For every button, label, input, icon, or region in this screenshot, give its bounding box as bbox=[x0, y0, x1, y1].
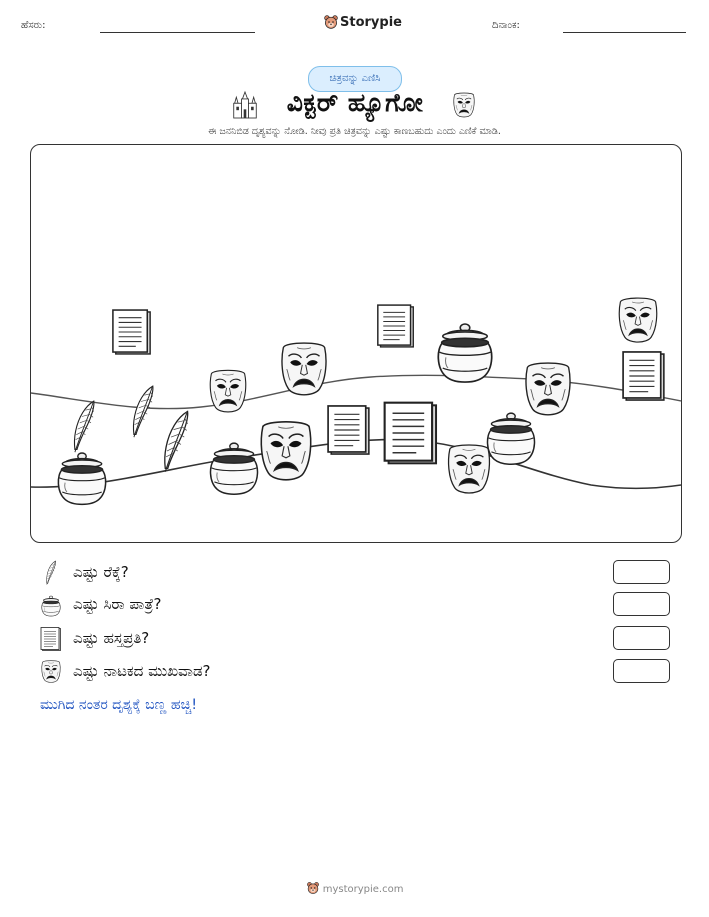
quill-icon bbox=[40, 560, 62, 586]
brand-name: Storypie bbox=[340, 15, 402, 30]
scene-wave-line bbox=[31, 374, 681, 410]
pot-icon bbox=[209, 442, 259, 495]
bear-logo-icon bbox=[306, 881, 320, 895]
theater-mask-icon bbox=[452, 91, 476, 120]
theater-mask-icon bbox=[447, 444, 491, 494]
question-text: ಎಷ್ಟು ಹಸ್ತಪ್ರತಿ? bbox=[73, 629, 150, 647]
pot-icon bbox=[486, 412, 536, 465]
footer: mystorypie.com bbox=[0, 881, 709, 895]
counting-scene bbox=[30, 144, 682, 543]
cathedral-icon bbox=[232, 90, 258, 120]
date-field[interactable] bbox=[563, 32, 686, 33]
theater-mask-icon bbox=[40, 659, 62, 685]
manuscript-icon bbox=[377, 304, 415, 348]
question-text: ಎಷ್ಟು ಸಿರಾ ಪಾತ್ರೆ? bbox=[73, 595, 162, 613]
theater-mask-icon bbox=[209, 369, 247, 413]
question-row-mask: ಎಷ್ಟು ನಾಟಕದ ಮುಖವಾಡ? bbox=[40, 659, 680, 685]
name-field[interactable] bbox=[100, 32, 255, 33]
manuscript-icon bbox=[327, 405, 370, 455]
name-label: ಹೆಸರು: bbox=[21, 20, 46, 31]
bear-logo-icon bbox=[323, 14, 339, 30]
answer-box-mask[interactable] bbox=[613, 659, 670, 683]
footer-url[interactable]: mystorypie.com bbox=[322, 884, 404, 895]
instructions: ಈ ಜನನಿಬಿಡ ದೃಶ್ಯವನ್ನು ನೋಡಿ. ನೀವು ಪ್ರತಿ ಚಿ… bbox=[208, 126, 501, 137]
quill-icon bbox=[132, 385, 154, 439]
question-row-manuscript: ಎಷ್ಟು ಹಸ್ತಪ್ರತಿ? bbox=[40, 626, 680, 652]
theater-mask-icon bbox=[618, 297, 658, 343]
quill-icon bbox=[163, 410, 189, 473]
answer-box-pot[interactable] bbox=[613, 592, 670, 616]
question-text: ಎಷ್ಟು ನಾಟಕದ ಮುಖವಾಡ? bbox=[73, 662, 211, 680]
question-row-quill: ಎಷ್ಟು ರೆಕ್ಕೆ? bbox=[40, 560, 680, 586]
page-title: ವಿಕ್ಟರ್ ಹ್ಯೂಗೋ bbox=[286, 88, 424, 117]
answer-box-manuscript[interactable] bbox=[613, 626, 670, 650]
manuscript-icon bbox=[112, 309, 151, 355]
question-text: ಎಷ್ಟು ರೆಕ್ಕೆ? bbox=[73, 563, 129, 581]
activity-badge: ಚಿತ್ರವನ್ನು ಎಣಿಸಿ bbox=[308, 66, 402, 92]
scene-artwork bbox=[31, 297, 681, 506]
theater-mask-icon bbox=[525, 362, 571, 416]
question-row-pot: ಎಷ್ಟು ಸಿರಾ ಪಾತ್ರೆ? bbox=[40, 592, 680, 618]
theater-mask-icon bbox=[281, 342, 327, 396]
pot-icon bbox=[57, 452, 107, 506]
finish-note: ಮುಗಿದ ನಂತರ ದೃಶ್ಯಕ್ಕೆ ಬಣ್ಣ ಹಚ್ಚಿ! bbox=[40, 697, 198, 713]
pot-icon bbox=[437, 323, 493, 383]
date-label: ದಿನಾಂಕ: bbox=[492, 20, 520, 31]
manuscript-icon bbox=[40, 626, 62, 652]
pot-icon bbox=[40, 592, 62, 618]
quill-icon bbox=[73, 400, 95, 454]
manuscript-icon bbox=[622, 351, 665, 401]
answer-box-quill[interactable] bbox=[613, 560, 670, 584]
manuscript-icon bbox=[383, 401, 438, 465]
theater-mask-icon bbox=[260, 421, 312, 481]
